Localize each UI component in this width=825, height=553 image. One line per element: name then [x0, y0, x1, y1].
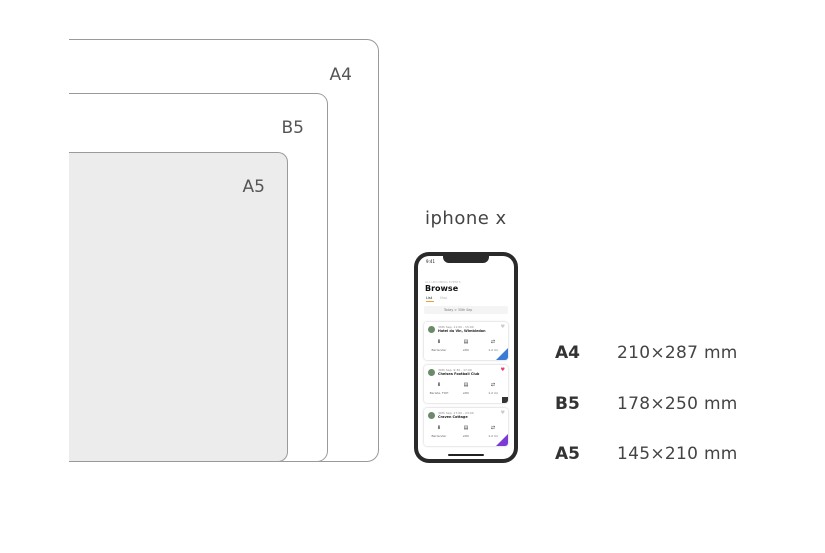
event-time: 30th Sep, 17:00 - 23:00 [438, 411, 474, 415]
card-corner-flag [502, 397, 508, 403]
heart-icon[interactable]: ♥ [500, 410, 505, 416]
pay-icon: ▤ [463, 339, 469, 345]
paper-a4-label: A4 [329, 65, 352, 85]
heart-icon[interactable]: ♥ [500, 367, 505, 373]
role-label: Bartender [431, 348, 447, 352]
role-icon: ⬇ [436, 425, 442, 431]
dimension-name: B5 [555, 394, 580, 414]
distance-icon: ⇄ [490, 339, 496, 345]
tab-underline [426, 301, 434, 302]
role-cell: ⬇ Bartender [426, 425, 452, 438]
distance-label: 1.2 mi [488, 348, 498, 352]
event-time: 30th Sep, 9:30 - 17:00 [438, 368, 472, 372]
distance-label: 1.2 mi [488, 434, 498, 438]
event-venue: Hotel du Vin, Wimbledon [438, 329, 486, 333]
paper-a5-outline: A5 [69, 152, 288, 462]
dimension-value: 178×250 mm [617, 394, 738, 414]
card-corner-flag [496, 348, 508, 360]
tab-map[interactable]: Map [440, 296, 448, 300]
event-card[interactable]: 30th Sep, 11:00 - 15:00 Hotel du Vin, Wi… [424, 322, 508, 360]
role-cell: ⬇ Bartender [426, 339, 452, 352]
distance-icon: ⇄ [490, 382, 496, 388]
venue-thumbnail [428, 326, 435, 333]
pay-label: £80 [463, 434, 469, 438]
browse-heading: Browse [425, 284, 459, 293]
role-icon: ⬇ [436, 339, 442, 345]
distance-cell: ⇄ 1.2 mi [480, 425, 506, 438]
distance-icon: ⇄ [490, 425, 496, 431]
event-card[interactable]: 30th Sep, 17:00 - 23:00 Craven Cottage ♥… [424, 408, 508, 446]
dimension-value: 145×210 mm [617, 444, 738, 464]
phone-frame: 9:41 ALL UPCOMING EVENTS Browse List Map… [414, 252, 518, 463]
distance-cell: ⇄ 1.2 mi [480, 339, 506, 352]
distance-label: 1.2 mi [488, 391, 498, 395]
pay-icon: ▤ [463, 425, 469, 431]
event-venue: Craven Cottage [438, 415, 468, 419]
distance-cell: ⇄ 1.2 mi [480, 382, 506, 395]
dimension-value: 210×287 mm [617, 343, 738, 363]
venue-thumbnail [428, 412, 435, 419]
phone-screen: 9:41 ALL UPCOMING EVENTS Browse List Map… [418, 256, 514, 459]
tab-list[interactable]: List [426, 296, 433, 300]
pay-label: £80 [463, 391, 469, 395]
phone-title: iphone x [425, 208, 507, 229]
phone-notch [443, 256, 489, 263]
events-subline: ALL UPCOMING EVENTS [425, 280, 461, 284]
card-corner-flag [496, 434, 508, 446]
role-cell: ⬇ Barista, FOH [426, 382, 452, 395]
pay-label: £80 [463, 348, 469, 352]
paper-b5-label: B5 [281, 118, 304, 138]
dimension-name: A4 [555, 343, 580, 363]
role-icon: ⬇ [436, 382, 442, 388]
heart-icon[interactable]: ♥ [500, 324, 505, 330]
pay-cell: ▤ £80 [453, 382, 479, 395]
status-time: 9:41 [426, 259, 435, 264]
role-label: Barista, FOH [429, 391, 449, 395]
dimension-name: A5 [555, 444, 580, 464]
pay-cell: ▤ £80 [453, 339, 479, 352]
paper-a5-label: A5 [242, 177, 265, 197]
date-filter-bar[interactable] [424, 306, 508, 314]
date-range-text: Today > 30th Sep [444, 308, 473, 312]
role-label: Bartender [431, 434, 447, 438]
event-venue: Chelsea Football Club [438, 372, 480, 376]
venue-thumbnail [428, 369, 435, 376]
home-indicator [448, 454, 484, 456]
event-card[interactable]: 30th Sep, 9:30 - 17:00 Chelsea Football … [424, 365, 508, 403]
event-time: 30th Sep, 11:00 - 15:00 [438, 325, 474, 329]
pay-cell: ▤ £80 [453, 425, 479, 438]
pay-icon: ▤ [463, 382, 469, 388]
